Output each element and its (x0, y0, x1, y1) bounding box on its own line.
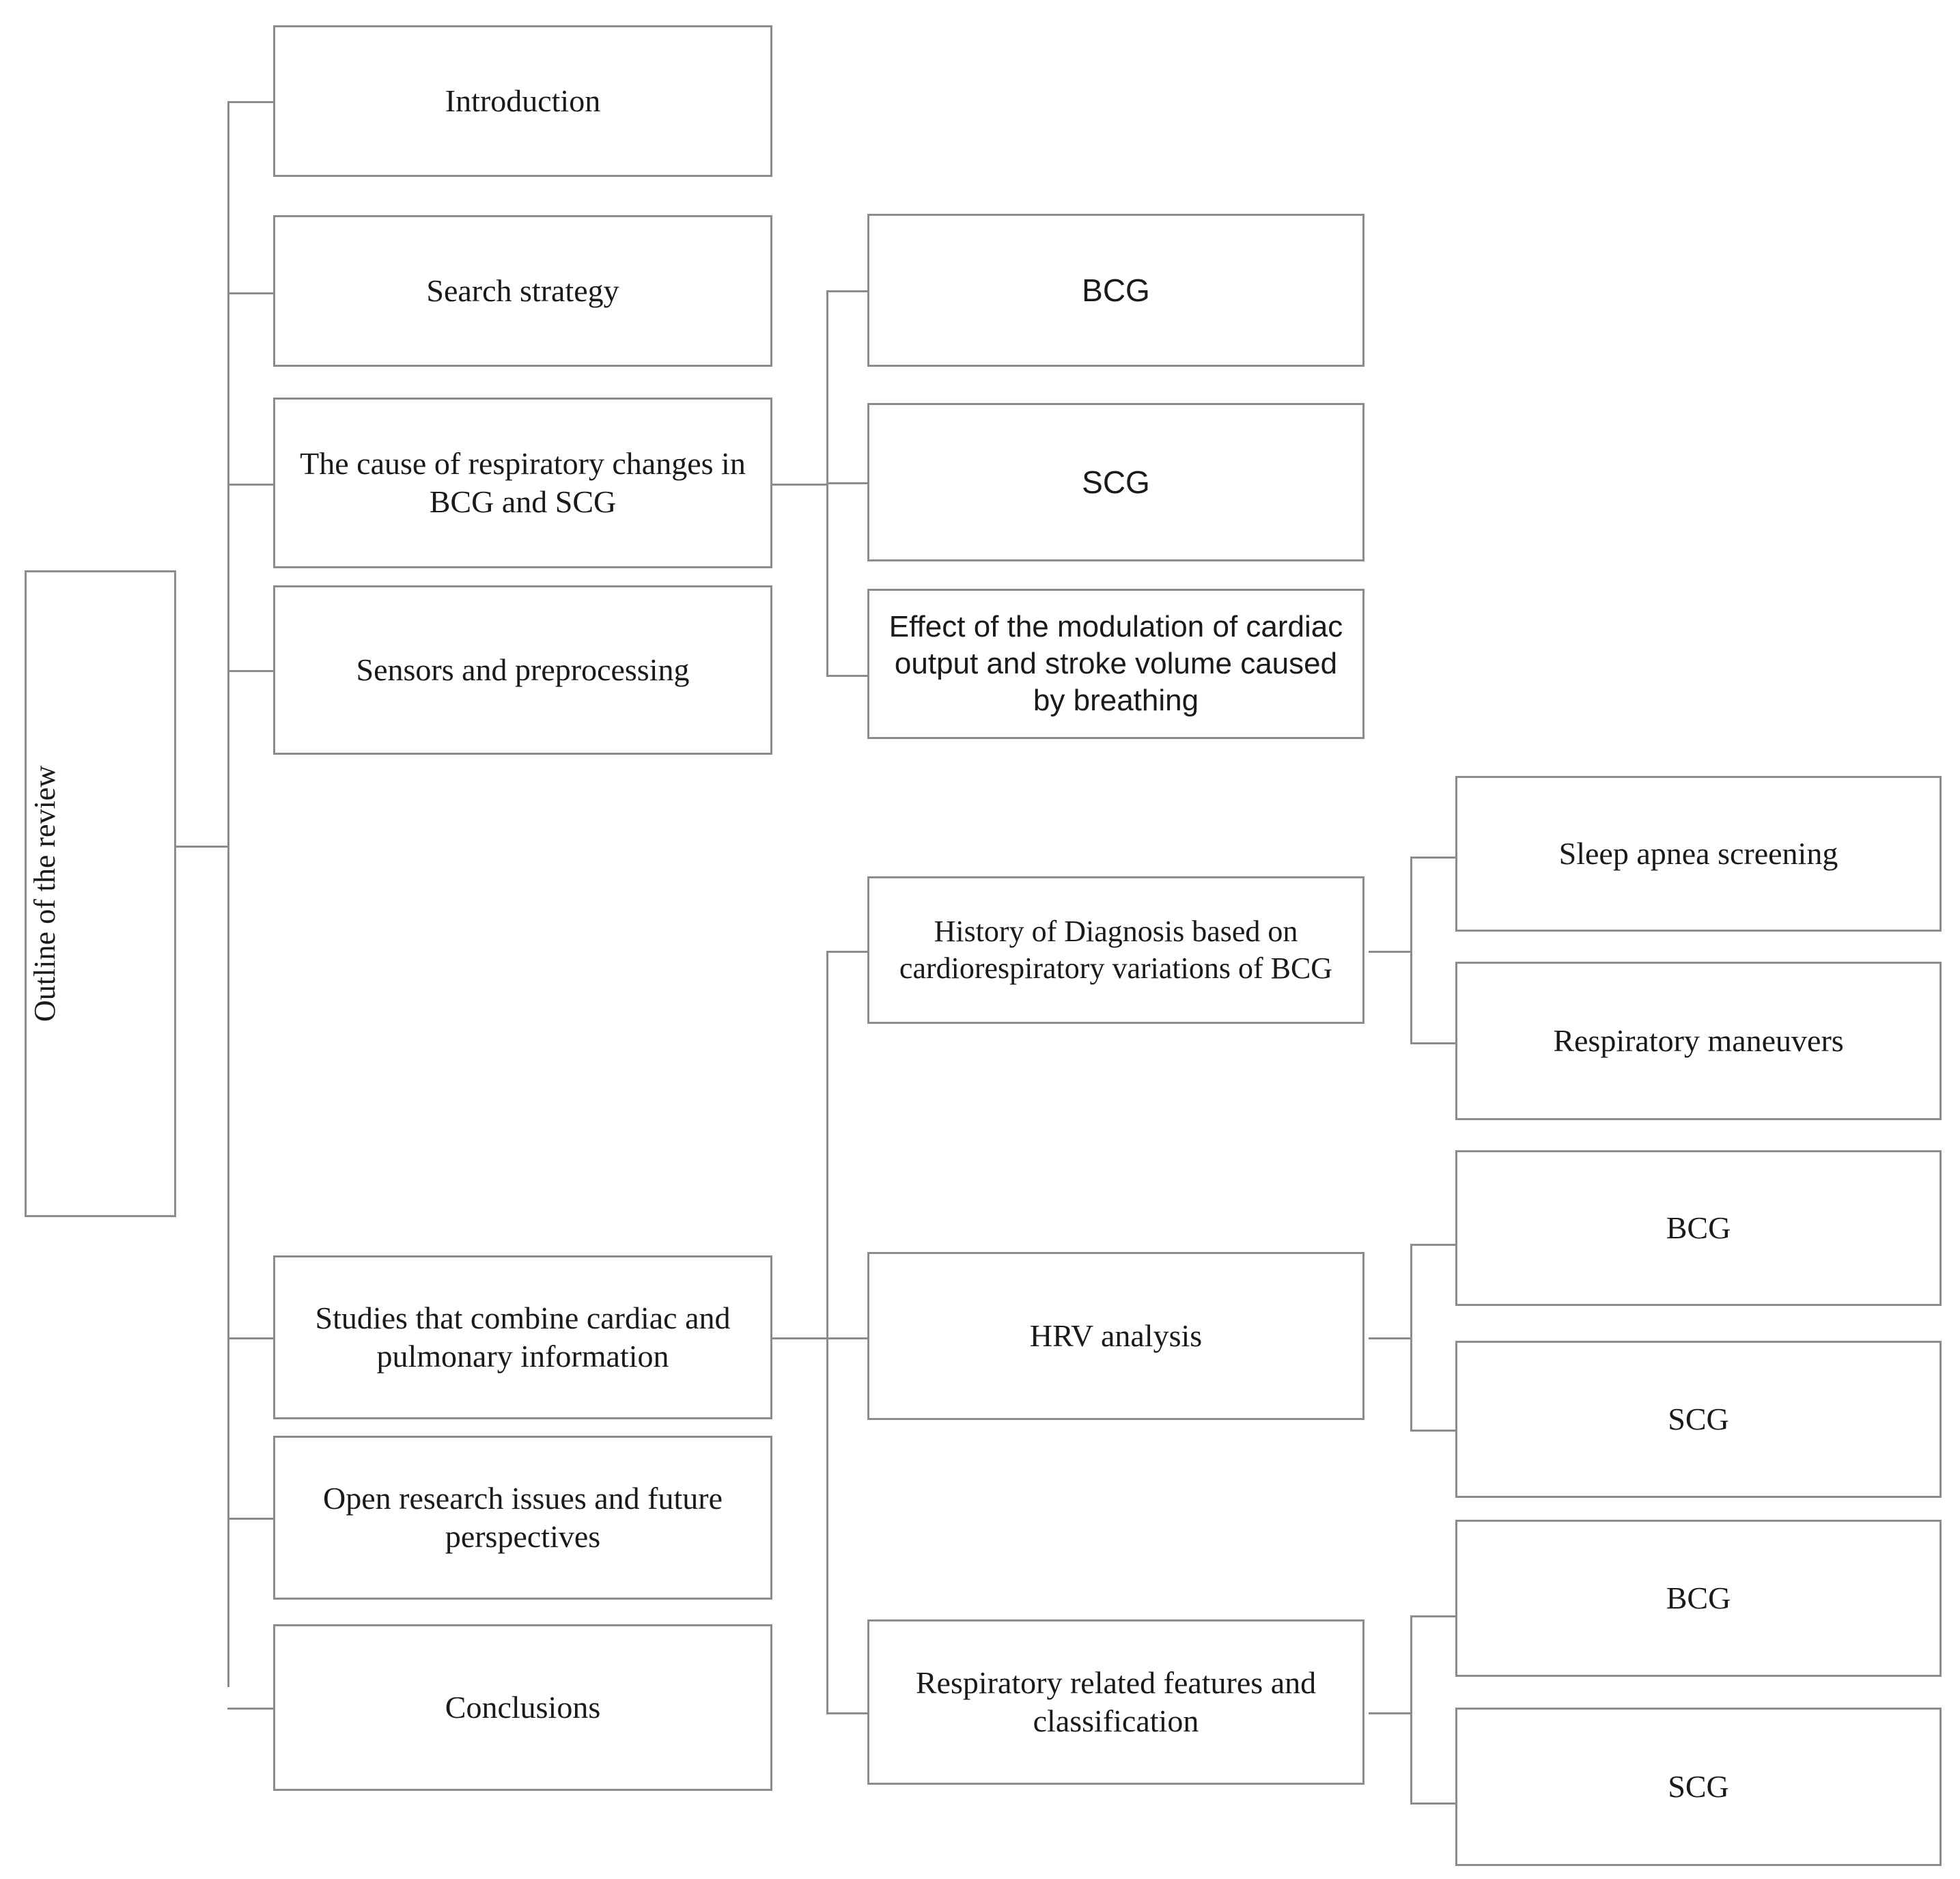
node-respiratory-maneuvers[interactable]: Respiratory maneuvers (1455, 962, 1942, 1120)
connector-hrv-to-scg (1410, 1430, 1457, 1432)
node-history-of-diagnosis[interactable]: History of Diagnosis based on cardioresp… (867, 876, 1364, 1024)
node-cause-child-bcg[interactable]: BCG (867, 214, 1364, 367)
connector-hrv-trunk (1410, 1244, 1412, 1432)
node-conclusions[interactable]: Conclusions (273, 1624, 772, 1791)
node-cause-of-respiratory-changes-label: The cause of respiratory changes in BCG … (300, 445, 746, 519)
node-hrv-analysis[interactable]: HRV analysis (867, 1252, 1364, 1420)
connector-features-out (1369, 1712, 1412, 1714)
connector-to-introduction (227, 101, 275, 103)
connector-cause-to-bcg (826, 290, 869, 292)
node-cause-of-respiratory-changes[interactable]: The cause of respiratory changes in BCG … (273, 398, 772, 568)
connector-hrv-out (1369, 1337, 1412, 1339)
node-history-of-diagnosis-label: History of Diagnosis based on cardioresp… (899, 915, 1333, 985)
connector-history-out (1369, 951, 1412, 953)
node-studies-that-combine[interactable]: Studies that combine cardiac and pulmona… (273, 1255, 772, 1419)
node-cause-child-modulation-label: Effect of the modulation of cardiac outp… (888, 610, 1343, 717)
root-node-outline-of-the-review[interactable]: Outline of the review (25, 570, 176, 1217)
node-conclusions-label: Conclusions (445, 1689, 601, 1725)
connector-studies-to-history (826, 951, 869, 953)
root-node-label: Outline of the review (28, 765, 61, 1022)
connector-studies-trunk (826, 951, 828, 1714)
connector-history-trunk (1410, 857, 1412, 1044)
connector-features-to-scg (1410, 1803, 1457, 1805)
node-cause-child-scg[interactable]: SCG (867, 403, 1364, 561)
connector-studies-to-features (826, 1712, 869, 1714)
connector-cause-out (772, 484, 828, 486)
node-sensors-and-preprocessing-label: Sensors and preprocessing (356, 652, 690, 687)
connector-cause-to-scg (826, 482, 869, 484)
node-studies-that-combine-label: Studies that combine cardiac and pulmona… (315, 1300, 731, 1374)
node-hrv-child-bcg[interactable]: BCG (1455, 1150, 1942, 1306)
connector-history-to-maneuvers (1410, 1042, 1457, 1044)
node-respiratory-related-features-label: Respiratory related features and classif… (915, 1665, 1317, 1738)
node-respiratory-maneuvers-label: Respiratory maneuvers (1553, 1022, 1844, 1058)
node-sensors-and-preprocessing[interactable]: Sensors and preprocessing (273, 585, 772, 755)
connector-to-open-research (227, 1518, 275, 1520)
connector-features-to-bcg (1410, 1615, 1457, 1617)
node-sleep-apnea-screening-label: Sleep apnea screening (1558, 835, 1838, 871)
connector-studies-to-hrv (826, 1337, 869, 1339)
connector-to-sensors (227, 670, 275, 672)
node-respiratory-related-features[interactable]: Respiratory related features and classif… (867, 1619, 1364, 1785)
connector-to-conclusions (227, 1708, 275, 1710)
node-cause-child-bcg-label: BCG (1082, 272, 1150, 308)
connector-to-search-strategy (227, 292, 275, 294)
connector-level1-trunk-upper (227, 101, 229, 1031)
connector-to-cause (227, 484, 275, 486)
connector-to-studies (227, 1337, 275, 1339)
connector-studies-out (772, 1337, 828, 1339)
node-sleep-apnea-screening[interactable]: Sleep apnea screening (1455, 776, 1942, 932)
node-features-child-bcg[interactable]: BCG (1455, 1520, 1942, 1677)
connector-history-to-sleep-apnea (1410, 857, 1457, 859)
connector-level1-trunk-lower (227, 846, 229, 1687)
node-introduction-label: Introduction (445, 83, 601, 118)
node-search-strategy-label: Search strategy (426, 273, 619, 308)
node-hrv-child-scg[interactable]: SCG (1455, 1341, 1942, 1498)
connector-cause-to-modulation (826, 675, 869, 677)
node-cause-child-scg-label: SCG (1082, 464, 1150, 500)
node-open-research-issues-label: Open research issues and future perspect… (323, 1480, 723, 1554)
node-hrv-analysis-label: HRV analysis (1029, 1318, 1203, 1353)
node-introduction[interactable]: Introduction (273, 25, 772, 177)
node-features-child-bcg-label: BCG (1666, 1580, 1731, 1615)
connector-hrv-to-bcg (1410, 1244, 1457, 1246)
connector-root-stub (176, 846, 229, 848)
node-hrv-child-bcg-label: BCG (1666, 1210, 1731, 1245)
node-cause-child-modulation[interactable]: Effect of the modulation of cardiac outp… (867, 589, 1364, 739)
connector-features-trunk (1410, 1615, 1412, 1805)
node-hrv-child-scg-label: SCG (1668, 1401, 1729, 1436)
node-open-research-issues[interactable]: Open research issues and future perspect… (273, 1436, 772, 1600)
node-features-child-scg[interactable]: SCG (1455, 1708, 1942, 1866)
node-features-child-scg-label: SCG (1668, 1768, 1729, 1804)
node-search-strategy[interactable]: Search strategy (273, 215, 772, 367)
